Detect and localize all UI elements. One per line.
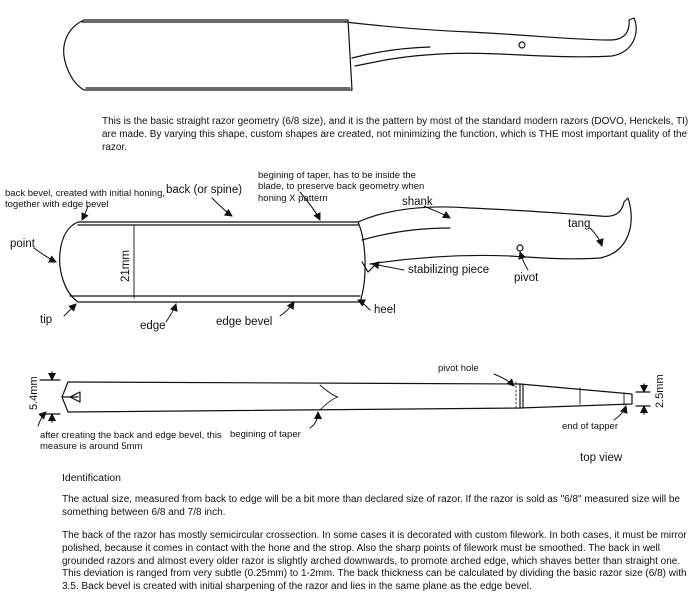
edge-bevel-label: edge bevel	[216, 316, 273, 328]
razor-side-view	[59, 197, 632, 303]
identification-paragraph-1: The actual size, measured from back to e…	[62, 494, 680, 518]
pivot-label: pivot	[514, 272, 539, 284]
back-bevel-label: back bevel, created with initial honing,…	[5, 188, 166, 211]
shank-label: shank	[402, 196, 433, 208]
back-edge-measure-note: after creating the back and edge bevel, …	[40, 430, 222, 453]
heel-label: heel	[374, 304, 396, 316]
edge-label: edge	[140, 320, 166, 332]
height-dimension-label: 21mm	[120, 250, 132, 282]
tang-label: tang	[568, 218, 591, 230]
tip-label: tip	[40, 314, 53, 326]
razor-top-view-drawing	[39, 371, 651, 423]
back-spine-label: back (or spine)	[166, 184, 243, 196]
stabilizing-piece-label: stabilizing piece	[408, 264, 490, 276]
point-label: point	[10, 238, 35, 250]
taper-begin-note: begining of taper, has to be inside the …	[258, 170, 425, 204]
identification-paragraph-2: The back of the razor has mostly semicir…	[62, 530, 687, 593]
top-view-caption: top view	[580, 452, 623, 464]
identification-heading: Identification	[62, 472, 121, 484]
end-of-taper-label: end of tapper	[562, 421, 618, 432]
pivot-hole-label: pivot hole	[438, 363, 479, 374]
thickness-right-label: 2.5mm	[654, 374, 666, 408]
razor-top-illustration	[63, 17, 637, 91]
begining-of-taper-label: begining of taper	[230, 429, 301, 440]
thickness-left-label: 5.4mm	[28, 376, 40, 410]
intro-paragraph: This is the basic straight razor geometr…	[102, 116, 689, 153]
